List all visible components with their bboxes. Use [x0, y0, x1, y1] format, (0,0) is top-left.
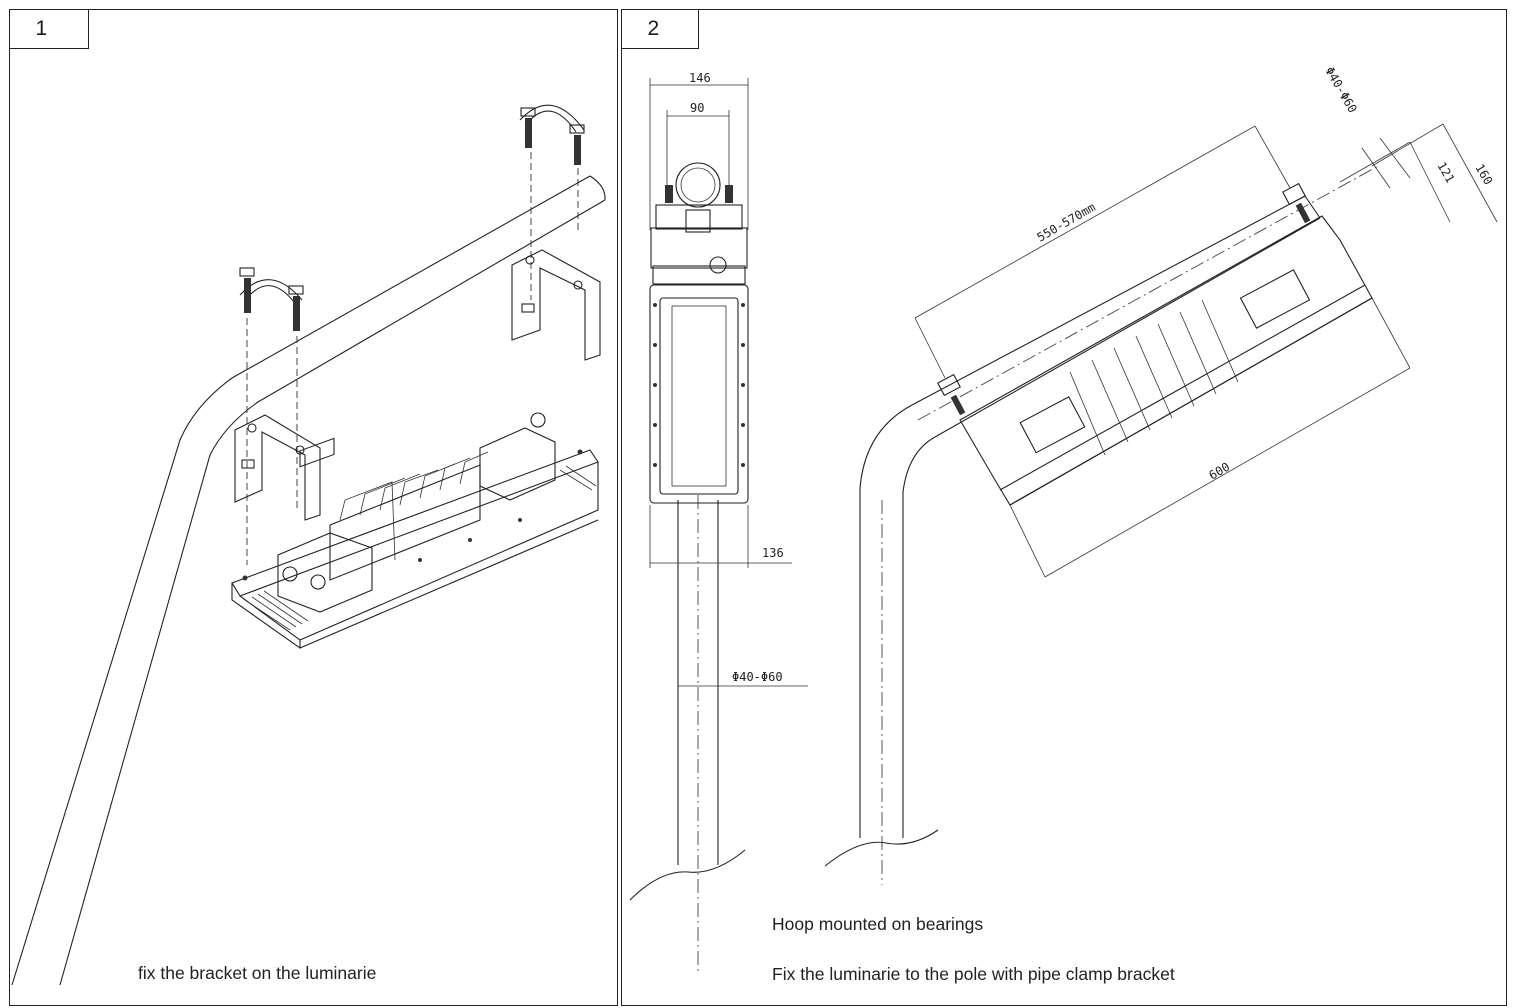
dimension-121: 121: [1339, 141, 1457, 223]
exploded-assembly-view: [11, 104, 606, 986]
u-bracket-right: [511, 249, 601, 361]
dimension-90: 90: [666, 101, 730, 190]
dim-121-label: 121: [1434, 160, 1457, 186]
pipe-clamp-left: [239, 267, 304, 565]
front-view: 146 90 136 Φ40-Φ60: [629, 71, 808, 975]
step-2-number: 2: [620, 8, 699, 49]
step-1-caption: fix the bracket on the luminarie: [138, 963, 377, 983]
dimension-side-pole-diameter: Φ40-Φ60: [1322, 65, 1411, 189]
dimension-160: 160: [1371, 123, 1498, 223]
dimension-136: 136: [649, 505, 792, 568]
step-2-panel: 2 Hoop mounted on bearings Fix the lumin…: [620, 8, 1507, 1006]
dim-600-label: 600: [1207, 460, 1233, 483]
dim-side-pole-diameter-label: Φ40-Φ60: [1322, 65, 1359, 116]
step-2-caption-fix: Fix the luminarie to the pole with pipe …: [772, 964, 1175, 984]
bent-pole: [11, 175, 606, 986]
u-bracket-left: [234, 414, 321, 521]
dim-pole-diameter-label: Φ40-Φ60: [732, 670, 783, 684]
step-1-number: 1: [8, 8, 89, 49]
step-1-panel: 1 fix the bracket on the luminarie: [8, 8, 618, 1006]
side-view: 550-570mm Φ40-Φ60 121 160 600: [824, 65, 1498, 885]
dimension-600: 600: [1009, 297, 1411, 578]
dim-90-label: 90: [690, 101, 704, 115]
dimension-146: 146: [649, 71, 749, 230]
step-2-caption-hoop: Hoop mounted on bearings: [772, 914, 984, 934]
dim-550-570-label: 550-570mm: [1035, 200, 1098, 245]
dim-146-label: 146: [689, 71, 711, 85]
dimension-pole-diameter: Φ40-Φ60: [678, 670, 808, 687]
dim-136-label: 136: [762, 546, 784, 560]
pipe-clamp-right: [519, 104, 585, 300]
luminaire-body: [231, 412, 599, 650]
